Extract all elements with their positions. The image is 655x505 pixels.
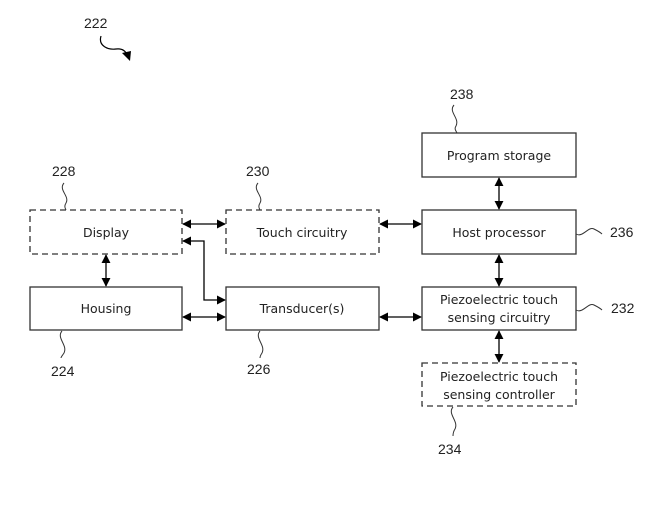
display-ref: 228 xyxy=(52,163,76,179)
touch-circuitry-label: Touch circuitry xyxy=(256,225,348,240)
figure-ref: 222 xyxy=(84,15,108,31)
housing-ref: 224 xyxy=(51,363,75,379)
housing-leader xyxy=(59,330,66,359)
host-processor-label: Host processor xyxy=(452,225,546,240)
touch-circuitry-ref: 230 xyxy=(246,163,270,179)
transducers-ref: 226 xyxy=(247,361,271,377)
display-leader xyxy=(61,182,68,211)
display-label: Display xyxy=(83,225,130,240)
piezo-circuitry-label-line2: sensing circuitry xyxy=(448,310,551,325)
program-storage-label: Program storage xyxy=(447,148,552,163)
host-processor-ref: 236 xyxy=(610,224,634,240)
block-piezo-circuitry: Piezoelectric touch sensing circuitry xyxy=(421,286,577,331)
block-touch-circuitry: Touch circuitry xyxy=(225,209,380,255)
piezo-circuitry-ref: 232 xyxy=(611,300,635,316)
piezo-controller-leader xyxy=(450,406,457,437)
housing-label: Housing xyxy=(81,301,132,316)
program-storage-ref: 238 xyxy=(450,86,474,102)
piezo-circuitry-leader xyxy=(575,304,603,312)
figure-ref-arrowhead xyxy=(122,51,131,61)
piezo-controller-label-line1: Piezoelectric touch xyxy=(440,369,558,384)
block-display: Display xyxy=(29,209,183,255)
transducers-label: Transducer(s) xyxy=(259,301,345,316)
block-transducers: Transducer(s) xyxy=(225,286,380,331)
connector-display-transducers xyxy=(182,236,226,305)
block-host-processor: Host processor xyxy=(421,209,577,255)
piezo-controller-ref: 234 xyxy=(438,441,462,457)
host-processor-leader xyxy=(575,228,603,236)
transducers-leader xyxy=(257,330,264,359)
touch-circuitry-leader xyxy=(255,182,262,211)
block-program-storage: Program storage xyxy=(421,132,577,178)
piezo-controller-label-line2: sensing controller xyxy=(443,387,555,402)
block-housing: Housing xyxy=(29,286,183,331)
block-piezo-controller: Piezoelectric touch sensing controller xyxy=(421,362,577,407)
piezo-circuitry-label-line1: Piezoelectric touch xyxy=(440,292,558,307)
program-storage-leader xyxy=(451,104,458,134)
